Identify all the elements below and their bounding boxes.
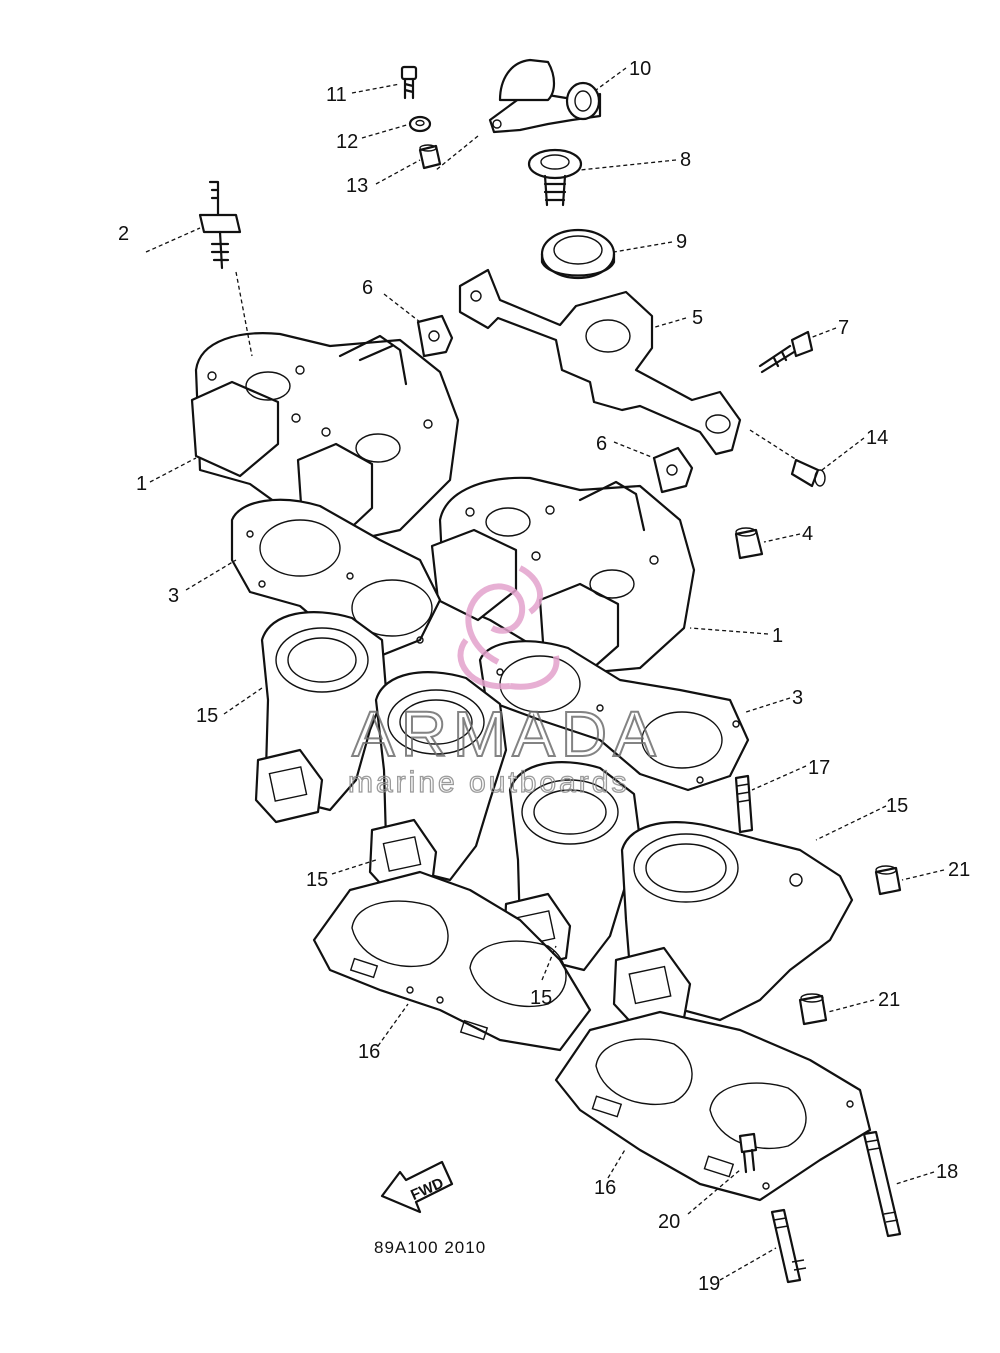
callout-6-lower: 6 <box>596 433 607 455</box>
part-7-bolt <box>758 330 814 374</box>
callout-11: 11 <box>326 84 347 106</box>
callout-7: 7 <box>838 317 849 339</box>
part-17-stud <box>734 774 754 834</box>
watermark-logo <box>457 565 560 690</box>
callout-15-d: 15 <box>530 987 552 1009</box>
part-12-washer <box>408 115 432 133</box>
leader-lines <box>145 67 945 1281</box>
callout-15-c: 15 <box>306 869 328 891</box>
part-21-plug-lower <box>798 993 828 1026</box>
part-5-water-manifold <box>458 268 742 456</box>
callout-4: 4 <box>802 523 813 545</box>
callout-16-left: 16 <box>358 1041 380 1063</box>
callout-18: 18 <box>936 1161 958 1183</box>
part-19-short-stud <box>770 1208 807 1284</box>
callout-3-left: 3 <box>168 585 179 607</box>
part-14-fitting <box>790 458 826 488</box>
callout-15-a: 15 <box>196 705 218 727</box>
callout-13: 13 <box>346 175 368 197</box>
watermark: ARMADA marine outboards <box>347 565 662 800</box>
part-21-plug-upper <box>874 865 902 896</box>
fwd-direction-arrow: FWD <box>380 1160 454 1214</box>
part-15-cylinder-2 <box>368 671 508 896</box>
part-11-bolt <box>400 65 418 100</box>
callout-1-left: 1 <box>136 473 147 495</box>
part-18-long-stud <box>862 1130 902 1238</box>
callout-1-right: 1 <box>772 625 783 647</box>
part-10-thermostat-cover <box>488 58 602 134</box>
callout-15-b: 15 <box>886 795 908 817</box>
part-8-thermostat <box>527 148 583 207</box>
part-4-plug <box>734 527 764 560</box>
callout-21-lower: 21 <box>878 989 900 1011</box>
callout-14: 14 <box>866 427 888 449</box>
diagram-code: 89A100 2010 <box>374 1238 486 1257</box>
part-1-cylinder-head-left <box>190 332 460 544</box>
callout-20: 20 <box>658 1211 680 1233</box>
callout-6-upper: 6 <box>362 277 373 299</box>
callout-10: 10 <box>629 58 651 80</box>
callout-labels: 11 10 12 13 8 2 9 6 5 7 14 1 6 4 3 1 15 … <box>118 58 970 1295</box>
callout-2: 2 <box>118 223 129 245</box>
callout-12: 12 <box>336 131 358 153</box>
part-15-cylinder-4 <box>612 821 854 1032</box>
callout-17: 17 <box>808 757 830 779</box>
part-15-cylinder-1 <box>254 611 388 824</box>
callout-9: 9 <box>676 231 687 253</box>
callout-5: 5 <box>692 307 703 329</box>
callout-19: 19 <box>698 1273 720 1295</box>
part-16-base-gasket-left <box>312 870 592 1052</box>
callout-8: 8 <box>680 149 691 171</box>
callout-3-right: 3 <box>792 687 803 709</box>
part-9-seal-ring <box>540 228 616 280</box>
part-13-collar <box>418 144 442 170</box>
watermark-tagline: marine outboards <box>348 766 629 799</box>
callout-16-right: 16 <box>594 1177 616 1199</box>
callout-21-upper: 21 <box>948 859 970 881</box>
part-6-gasket-upper <box>416 314 454 358</box>
watermark-brand: ARMADA <box>352 698 662 770</box>
part-2-sensor <box>198 180 242 270</box>
part-6-gasket-lower <box>652 446 694 494</box>
part-16-base-gasket-right <box>554 1010 872 1202</box>
part-20-fitting <box>738 1132 758 1174</box>
